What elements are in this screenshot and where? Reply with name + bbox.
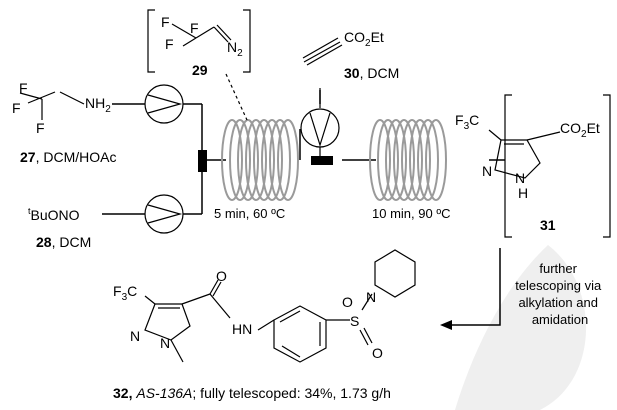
intermediate-29-label: 29 (192, 62, 208, 78)
atom-o: O (216, 268, 227, 284)
mixer-2 (311, 156, 333, 165)
atom-n: N (482, 163, 492, 179)
amide-hn-label: HN (232, 321, 252, 337)
amine-nh2-label: NH2 (85, 95, 111, 115)
pump-2 (144, 194, 184, 234)
atom-f: F (161, 14, 170, 30)
atom-f: F (165, 36, 174, 52)
intermediate-31-structure (488, 94, 611, 238)
product-32-caption: 32, AS-136A; fully telescoped: 34%, 1.73… (113, 385, 391, 401)
atom-n: N (130, 328, 140, 344)
reagent-27-label: 27, DCM/HOAc (20, 149, 116, 165)
reagent-30-label: 30, DCM (344, 65, 399, 81)
atom-f: F (190, 20, 199, 36)
arrow-head (440, 320, 452, 330)
ester-label: CO2Et (560, 120, 600, 140)
watermark-shape (455, 245, 587, 410)
atom-n: N (366, 289, 376, 305)
diazo-n2-label: N2 (227, 39, 243, 59)
atom-f: F (36, 120, 45, 136)
pump-3 (300, 88, 340, 160)
intermediate-31-label: 31 (540, 217, 556, 233)
atom-f: F (19, 80, 28, 96)
product-32-structure (144, 249, 416, 363)
reagent-27-structure (19, 91, 85, 120)
arrow-note: further telescoping via alkylation and a… (515, 261, 605, 327)
cf3-group-label: F3C (455, 112, 479, 132)
ester-label: CO2Et (344, 29, 384, 49)
atom-o: O (342, 294, 353, 310)
cf3-group-label: F3C (113, 283, 137, 303)
dashed-feed-line (225, 73, 248, 121)
reagent-30-structure (302, 37, 343, 66)
atom-o: O (372, 345, 383, 361)
telescoping-arrow (448, 248, 501, 326)
atom-n: N (160, 335, 170, 351)
atom-s: S (350, 313, 359, 329)
pump-1 (144, 84, 184, 124)
reactor-2-conditions: 10 min, 90 ºC (372, 206, 450, 221)
atom-f: F (12, 100, 21, 116)
mixer-1 (198, 150, 207, 172)
reagent-28-label: 28, DCM (36, 234, 91, 250)
atom-n: N (515, 170, 525, 186)
coil-reactor-2 (369, 119, 447, 201)
atom-h: H (518, 185, 528, 201)
reactor-1-conditions: 5 min, 60 ºC (214, 206, 285, 221)
reagent-28-formula: tBuONO (28, 206, 80, 223)
intermediate-29-structure (147, 9, 251, 73)
coil-reactor-1 (221, 119, 299, 201)
